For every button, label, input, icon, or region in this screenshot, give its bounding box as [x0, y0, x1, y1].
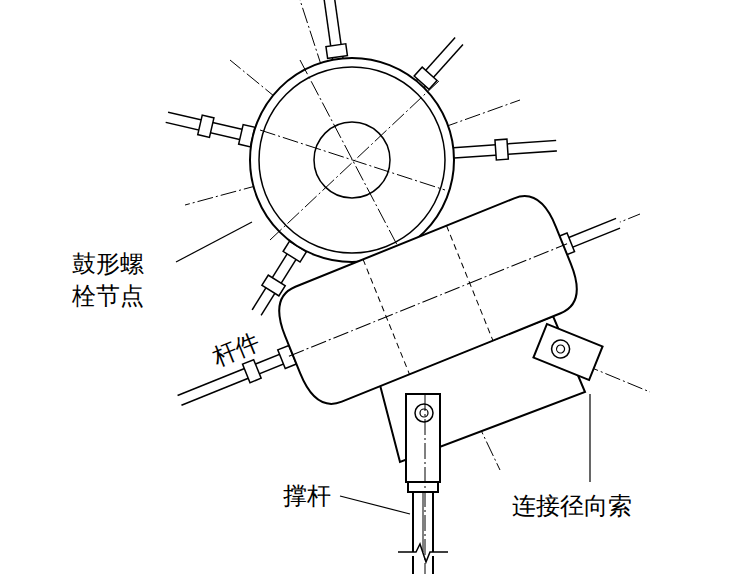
- drum-top-view: [259, 67, 445, 253]
- drum-side-view: [154, 165, 643, 459]
- drum-top-view: [250, 58, 454, 262]
- strut: [423, 492, 424, 552]
- center-line: [270, 80, 440, 240]
- strut: [432, 492, 434, 552]
- rod: [413, 33, 468, 91]
- center-line: [260, 130, 445, 190]
- rod: [163, 107, 255, 147]
- strut: [398, 544, 448, 562]
- strut: [412, 492, 414, 552]
- callout-label: 连接径向索: [512, 490, 632, 522]
- strut: [432, 556, 434, 574]
- rod: [326, 44, 347, 59]
- rod: [495, 139, 508, 160]
- strut: [406, 394, 440, 482]
- strut: [415, 404, 433, 422]
- rod: [262, 275, 285, 296]
- rod: [318, 0, 348, 60]
- rod: [198, 115, 214, 137]
- strut: [412, 556, 414, 574]
- cable-lug: [549, 337, 572, 360]
- cable-lug: [533, 324, 602, 380]
- strut: [398, 394, 448, 574]
- drum-side-view: [269, 188, 586, 412]
- drum-top-view: [250, 58, 454, 262]
- cable-lug: [533, 324, 602, 380]
- drum-side-view: [289, 244, 567, 356]
- callout-label: 鼓形螺栓节点: [72, 248, 149, 313]
- leader-line: [176, 222, 590, 514]
- center-line: [260, 60, 445, 260]
- callout-label: 杆件: [208, 326, 265, 374]
- rod: [453, 136, 559, 163]
- leader-line: [340, 496, 410, 514]
- leader-line: [176, 222, 252, 262]
- strut: [408, 482, 438, 492]
- center-line: [425, 395, 426, 574]
- strut: [420, 409, 428, 417]
- leader-line: [589, 394, 590, 482]
- cable-lug: [555, 344, 565, 354]
- callout-label: 撑杆: [283, 480, 331, 512]
